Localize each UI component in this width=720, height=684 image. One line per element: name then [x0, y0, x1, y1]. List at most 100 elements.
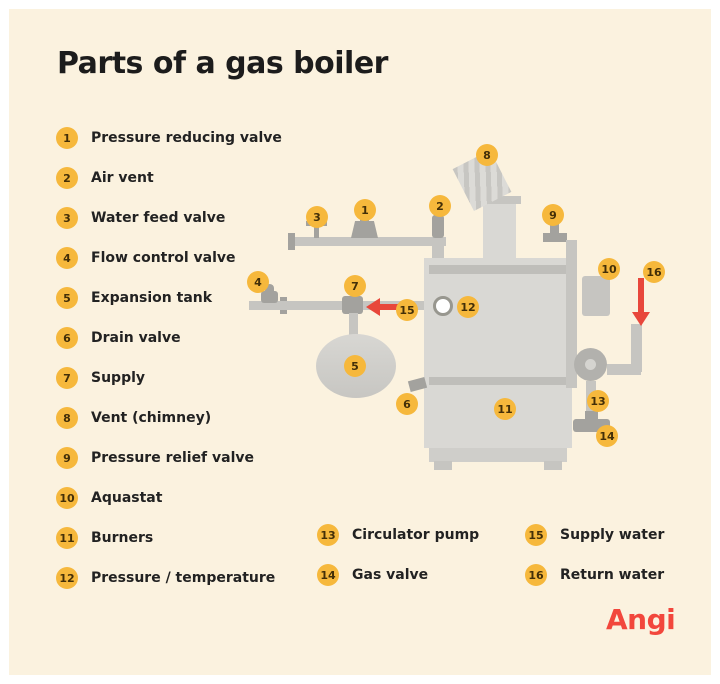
legend-item-supply: 7 Supply [56, 367, 282, 389]
number-badge: 11 [56, 527, 78, 549]
legend-item-air-vent: 2 Air vent [56, 167, 282, 189]
legend-label: Circulator pump [352, 527, 480, 543]
legend-item-return-water: 16 Return water [525, 564, 664, 586]
pressure-reducing-valve-body [351, 221, 378, 238]
return-water-arrow-head [632, 312, 650, 326]
boiler-top-panel [429, 265, 567, 274]
number-badge: 16 [525, 564, 547, 586]
page-title: Parts of a gas boiler [57, 46, 388, 81]
number-badge: 7 [56, 367, 78, 389]
legend-item-flow-control-valve: 4 Flow control valve [56, 247, 282, 269]
angi-logo: Angi [606, 603, 676, 636]
boiler-base [429, 448, 567, 462]
legend-item-burners: 11 Burners [56, 527, 282, 549]
legend-label: Pressure reducing valve [91, 130, 282, 146]
legend-label: Water feed valve [91, 210, 226, 226]
number-badge: 10 [56, 487, 78, 509]
legend-item-gas-valve: 14 Gas valve [317, 564, 479, 586]
diagram-badge-15: 15 [396, 299, 418, 321]
diagram-badge-5: 5 [344, 355, 366, 377]
diagram-badge-4: 4 [247, 271, 269, 293]
diagram-badge-6: 6 [396, 393, 418, 415]
boiler-body [424, 258, 572, 448]
diagram-badge-1: 1 [354, 199, 376, 221]
diagram-badge-11: 11 [494, 398, 516, 420]
diagram-badge-16: 16 [643, 261, 665, 283]
water-feed-valve-stem [314, 226, 319, 238]
number-badge: 8 [56, 407, 78, 429]
legend-item-pressure-reducing-valve: 1 Pressure reducing valve [56, 127, 282, 149]
legend-label: Pressure / temperature [91, 570, 276, 586]
feed-pipe-drop [432, 245, 444, 260]
legend-label: Air vent [91, 170, 154, 186]
diagram-badge-3: 3 [306, 206, 328, 228]
legend-item-pressure-relief-valve: 9 Pressure relief valve [56, 447, 282, 469]
diagram-badge-9: 9 [542, 204, 564, 226]
number-badge: 3 [56, 207, 78, 229]
chimney-collar [478, 196, 521, 204]
flow-control-stub-pipe [249, 301, 287, 310]
legend-label: Supply water [560, 527, 665, 543]
number-badge: 6 [56, 327, 78, 349]
legend-item-drain-valve: 6 Drain valve [56, 327, 282, 349]
number-badge: 5 [56, 287, 78, 309]
pressure-relief-valve-stem [550, 224, 559, 234]
boiler-burner-panel [429, 377, 567, 385]
legend-item-water-feed-valve: 3 Water feed valve [56, 207, 282, 229]
legend-label: Vent (chimney) [91, 410, 212, 426]
legend-label: Expansion tank [91, 290, 213, 306]
legend-item-circulator-pump: 13 Circulator pump [317, 524, 479, 546]
boiler-foot-right [544, 461, 562, 470]
number-badge: 12 [56, 567, 78, 589]
number-badge: 13 [317, 524, 339, 546]
legend-label: Flow control valve [91, 250, 236, 266]
number-badge: 4 [56, 247, 78, 269]
chimney-duct [483, 198, 516, 259]
diagram-badge-7: 7 [344, 275, 366, 297]
legend-item-aquastat: 10 Aquastat [56, 487, 282, 509]
return-pipe-elbow [607, 364, 641, 375]
diagram-badge-14: 14 [596, 425, 618, 447]
return-pipe-vertical [631, 324, 642, 372]
legend-item-expansion-tank: 5 Expansion tank [56, 287, 282, 309]
boiler-foot-left [434, 461, 452, 470]
right-riser-pipe [566, 240, 577, 388]
supply-tee-fitting [342, 296, 363, 314]
legend-label: Supply [91, 370, 146, 386]
pressure-relief-valve [543, 233, 567, 242]
legend-item-pressure-temperature: 12 Pressure / temperature [56, 567, 282, 589]
gas-valve-knob [585, 411, 598, 419]
supply-water-arrow-shaft [380, 304, 400, 310]
diagram-badge-10: 10 [598, 258, 620, 280]
legend-item-supply-water: 15 Supply water [525, 524, 664, 546]
legend-left-column: 1 Pressure reducing valve 2 Air vent 3 W… [56, 127, 282, 589]
air-vent-body [432, 215, 444, 238]
legend-middle-column: 13 Circulator pump 14 Gas valve [317, 524, 479, 586]
diagram-badge-13: 13 [587, 390, 609, 412]
diagram-badge-12: 12 [457, 296, 479, 318]
pressure-temperature-gauge [433, 296, 453, 316]
number-badge: 2 [56, 167, 78, 189]
legend-label: Burners [91, 530, 154, 546]
legend-right-column: 15 Supply water 16 Return water [525, 524, 664, 586]
number-badge: 1 [56, 127, 78, 149]
supply-water-arrow-head [366, 298, 380, 316]
tank-stem-pipe [349, 313, 358, 336]
aquastat [582, 276, 610, 316]
legend-label: Pressure relief valve [91, 450, 255, 466]
flow-control-valve-body [261, 291, 278, 303]
diagram-badge-8: 8 [476, 144, 498, 166]
return-water-arrow-shaft [638, 278, 644, 314]
legend-item-vent-chimney: 8 Vent (chimney) [56, 407, 282, 429]
legend-label: Drain valve [91, 330, 181, 346]
diagram-badge-2: 2 [429, 195, 451, 217]
number-badge: 14 [317, 564, 339, 586]
circulator-pump-hub [585, 359, 596, 370]
feed-pipe [294, 237, 446, 246]
feed-pipe-cap [288, 233, 295, 250]
flow-control-valve-dome [265, 284, 274, 292]
number-badge: 9 [56, 447, 78, 469]
number-badge: 15 [525, 524, 547, 546]
legend-label: Gas valve [352, 567, 429, 583]
